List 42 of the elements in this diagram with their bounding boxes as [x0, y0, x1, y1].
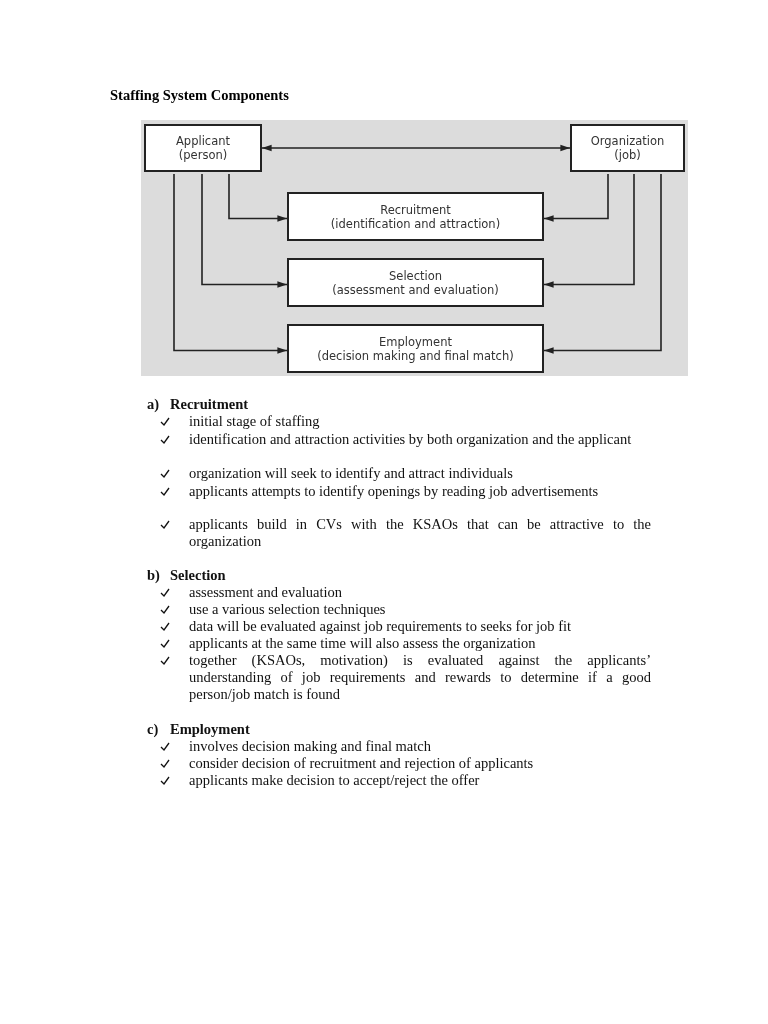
box-heading: Applicant [176, 134, 230, 148]
arrow [173, 173, 288, 354]
box-heading: Recruitment [380, 202, 451, 217]
bullet-text: consider decision of recruitment and rejection of applicants [189, 755, 535, 772]
title: Staffing System Components [110, 87, 289, 104]
section-heading: Selection [170, 567, 226, 584]
arrow [543, 173, 609, 222]
bullet-text: initial stage of staffing [189, 413, 321, 430]
box-subtitle: (identification and attraction) [330, 216, 501, 231]
bullet-text: use a various selection techniques [189, 601, 387, 618]
box-heading: Organization [590, 134, 665, 148]
box-heading: Selection [389, 268, 442, 283]
bullet-text: applicants at the same time will also assess the organization [189, 635, 537, 652]
bullet-text: data will be evaluated against job requirements to seeks for job fit [189, 618, 573, 635]
process-box [287, 324, 544, 373]
list-marker: c) [147, 721, 159, 738]
arrow [201, 173, 288, 288]
arrow [261, 144, 571, 152]
box-heading: Employment [379, 334, 452, 349]
bullet-text: identification and attraction activities by both organization and the applicant [189, 431, 633, 448]
section-heading: Recruitment [170, 396, 249, 413]
process-box [287, 192, 544, 241]
box-subtitle: (job) [614, 148, 641, 162]
bullet-text: applicants attempts to identify openings by reading job advertisements [189, 483, 600, 500]
box-subtitle: (assessment and evaluation) [332, 282, 499, 297]
process-box [287, 258, 544, 307]
process-box [144, 124, 262, 172]
bullet-text: involves decision making and final match [189, 738, 432, 755]
list-marker: b) [147, 567, 160, 584]
arrow [543, 173, 662, 354]
arrow [543, 173, 635, 288]
section-heading: Employment [170, 721, 250, 738]
box-subtitle: (person) [178, 148, 228, 162]
bullet-text: applicants build in CVs with the KSAOs that can be attractive to the organization [189, 516, 651, 550]
process-box [570, 124, 685, 172]
arrow [228, 173, 288, 222]
box-subtitle: (decision making and final match) [317, 348, 514, 363]
bullet-text: assessment and evaluation [189, 584, 343, 601]
list-marker: a) [147, 396, 160, 413]
bullet-text: together (KSAOs, motivation) is evaluated against the applicants’ understanding of job requirements and rewards to determine if a good person/job match is found [189, 652, 651, 703]
bullet-text: organization will seek to identify and attract individuals [189, 465, 514, 482]
bullet-text: applicants make decision to accept/reject the offer [189, 772, 481, 789]
